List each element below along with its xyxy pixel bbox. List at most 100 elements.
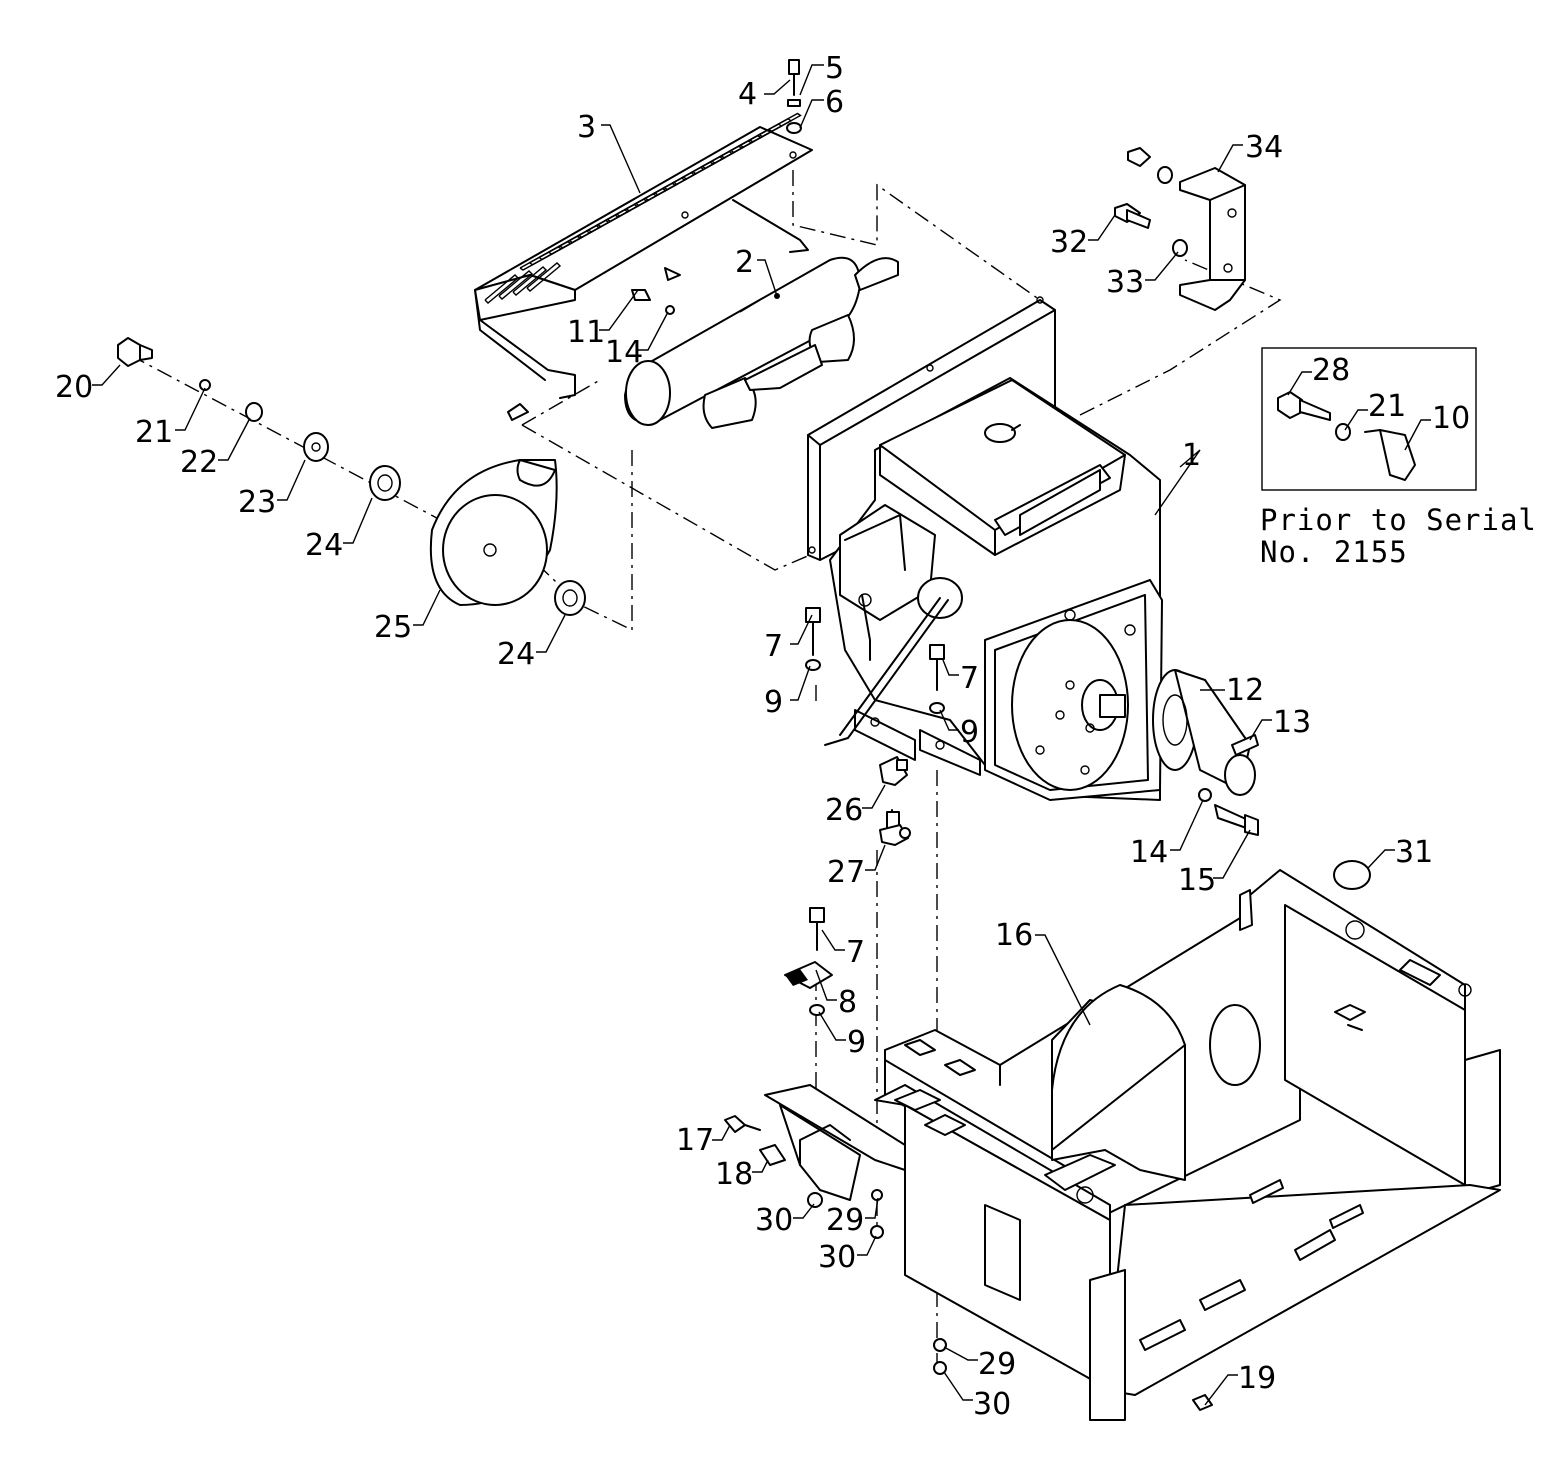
leader-line-c4 [764,79,791,95]
callout-32: 32 [1050,225,1088,260]
leader-line-c16 [1035,934,1091,1026]
leader-line-c7a [790,614,813,645]
leader-line-c8 [815,969,837,1001]
callout-17: 17 [676,1123,714,1158]
callout-11: 11 [567,315,605,350]
callout-21b: 21 [1368,389,1406,424]
frame-part-16 [874,869,1501,1421]
callout-7c: 7 [846,935,865,970]
callout-24b: 24 [497,637,535,672]
callout-29a: 29 [826,1203,864,1238]
leader-line-c30c [943,1371,973,1401]
leader-line-c1 [1154,449,1201,516]
leader-line-c20 [92,364,121,386]
heat-shield-part-3 [474,112,813,399]
callout-23: 23 [238,485,276,520]
callout-22: 22 [180,445,218,480]
callout-30c: 30 [973,1387,1011,1422]
callout-10: 10 [1432,401,1470,436]
leader-line-c3 [601,124,641,194]
callout-15: 15 [1178,863,1216,898]
leader-line-c29a [865,1197,879,1219]
leader-line-c28 [1287,371,1312,396]
vent-slot [498,270,534,300]
callout-7a: 7 [764,629,783,664]
callout-31: 31 [1395,835,1433,870]
callout-34: 34 [1245,130,1283,165]
vent-slot [526,262,562,292]
leader-line-c9c [818,1011,846,1041]
callout-20: 20 [55,370,93,405]
leader-line-c30a [793,1203,815,1219]
leader-line-c6 [799,99,824,129]
callout-5: 5 [825,51,844,86]
leader-line-c32 [1088,214,1116,241]
callout-14b: 14 [1130,835,1168,870]
leader-line-c21a [175,387,206,431]
callout-24a: 24 [305,528,343,563]
inset-box [1261,347,1477,491]
leader-line-c2 [757,259,778,297]
callout-18: 18 [715,1157,753,1192]
callout-1: 1 [1182,438,1201,473]
leader-line-c13 [1249,719,1272,741]
pulley-part-25 [117,337,586,616]
callout-25: 25 [374,610,412,645]
leader-line-c34 [1217,144,1243,173]
hub-part-12 [1152,669,1259,836]
callout-9a: 9 [764,685,783,720]
leader-line-c33 [1145,251,1179,281]
callout-21a: 21 [135,415,173,450]
callout-7b: 7 [960,661,979,696]
callout-29b: 29 [978,1347,1016,1382]
leader-line-c9b [939,709,959,731]
callout-14a: 14 [605,335,643,370]
callout-30b: 30 [818,1240,856,1275]
callout-30a: 30 [755,1203,793,1238]
leader-line-c11 [599,289,639,331]
engine-part-1 [824,377,1163,801]
leader-line-c18 [752,1159,769,1173]
callout-8: 8 [838,985,857,1020]
leader-line-c5 [799,64,824,96]
leader-line-c14a [638,311,669,351]
leader-line-c10 [1404,419,1431,451]
leader-line-c21b [1344,409,1368,431]
leader-line-c24a [343,497,373,544]
callout-33: 33 [1106,265,1144,300]
leader-line-c26 [862,784,886,809]
inset-note-line1: Prior to Serial [1260,503,1537,537]
callout-16: 16 [995,918,1033,953]
leader-line-c9a [790,665,811,701]
muffler-part-2 [624,256,899,429]
callout-13: 13 [1273,705,1311,740]
leader-line-c7c [821,929,845,951]
leader-line-c29b [943,1346,978,1361]
leader-line-c7b [942,659,959,676]
leader-line-c27 [865,844,886,871]
callout-6: 6 [825,85,844,120]
callout-3: 3 [577,110,596,145]
leader-line-c22 [218,417,251,461]
callout-28: 28 [1312,353,1350,388]
leader-line-c17 [712,1124,731,1141]
callout-4: 4 [738,77,757,112]
leader-line-c19 [1204,1374,1238,1406]
leader-line-c31 [1367,849,1395,869]
leader-line-c23 [277,459,306,501]
callout-2: 2 [735,245,754,280]
lower-bracket [724,1084,1213,1411]
callout-9b: 9 [960,715,979,750]
vent-slot [757,112,802,139]
leader-line-c30b [857,1235,877,1256]
leader-line-c25 [413,589,441,626]
callout-19: 19 [1238,1361,1276,1396]
callout-9c: 9 [847,1025,866,1060]
fasteners-top [507,59,802,421]
inset-note-line2: No. 2155 [1260,535,1408,569]
callout-27: 27 [827,855,865,890]
callout-12: 12 [1226,673,1264,708]
callouts: 1 2 3 4 5 6 7 7 7 8 9 9 9 10 11 12 13 14 [55,51,1470,1422]
fittings-part-26-27 [879,756,911,846]
